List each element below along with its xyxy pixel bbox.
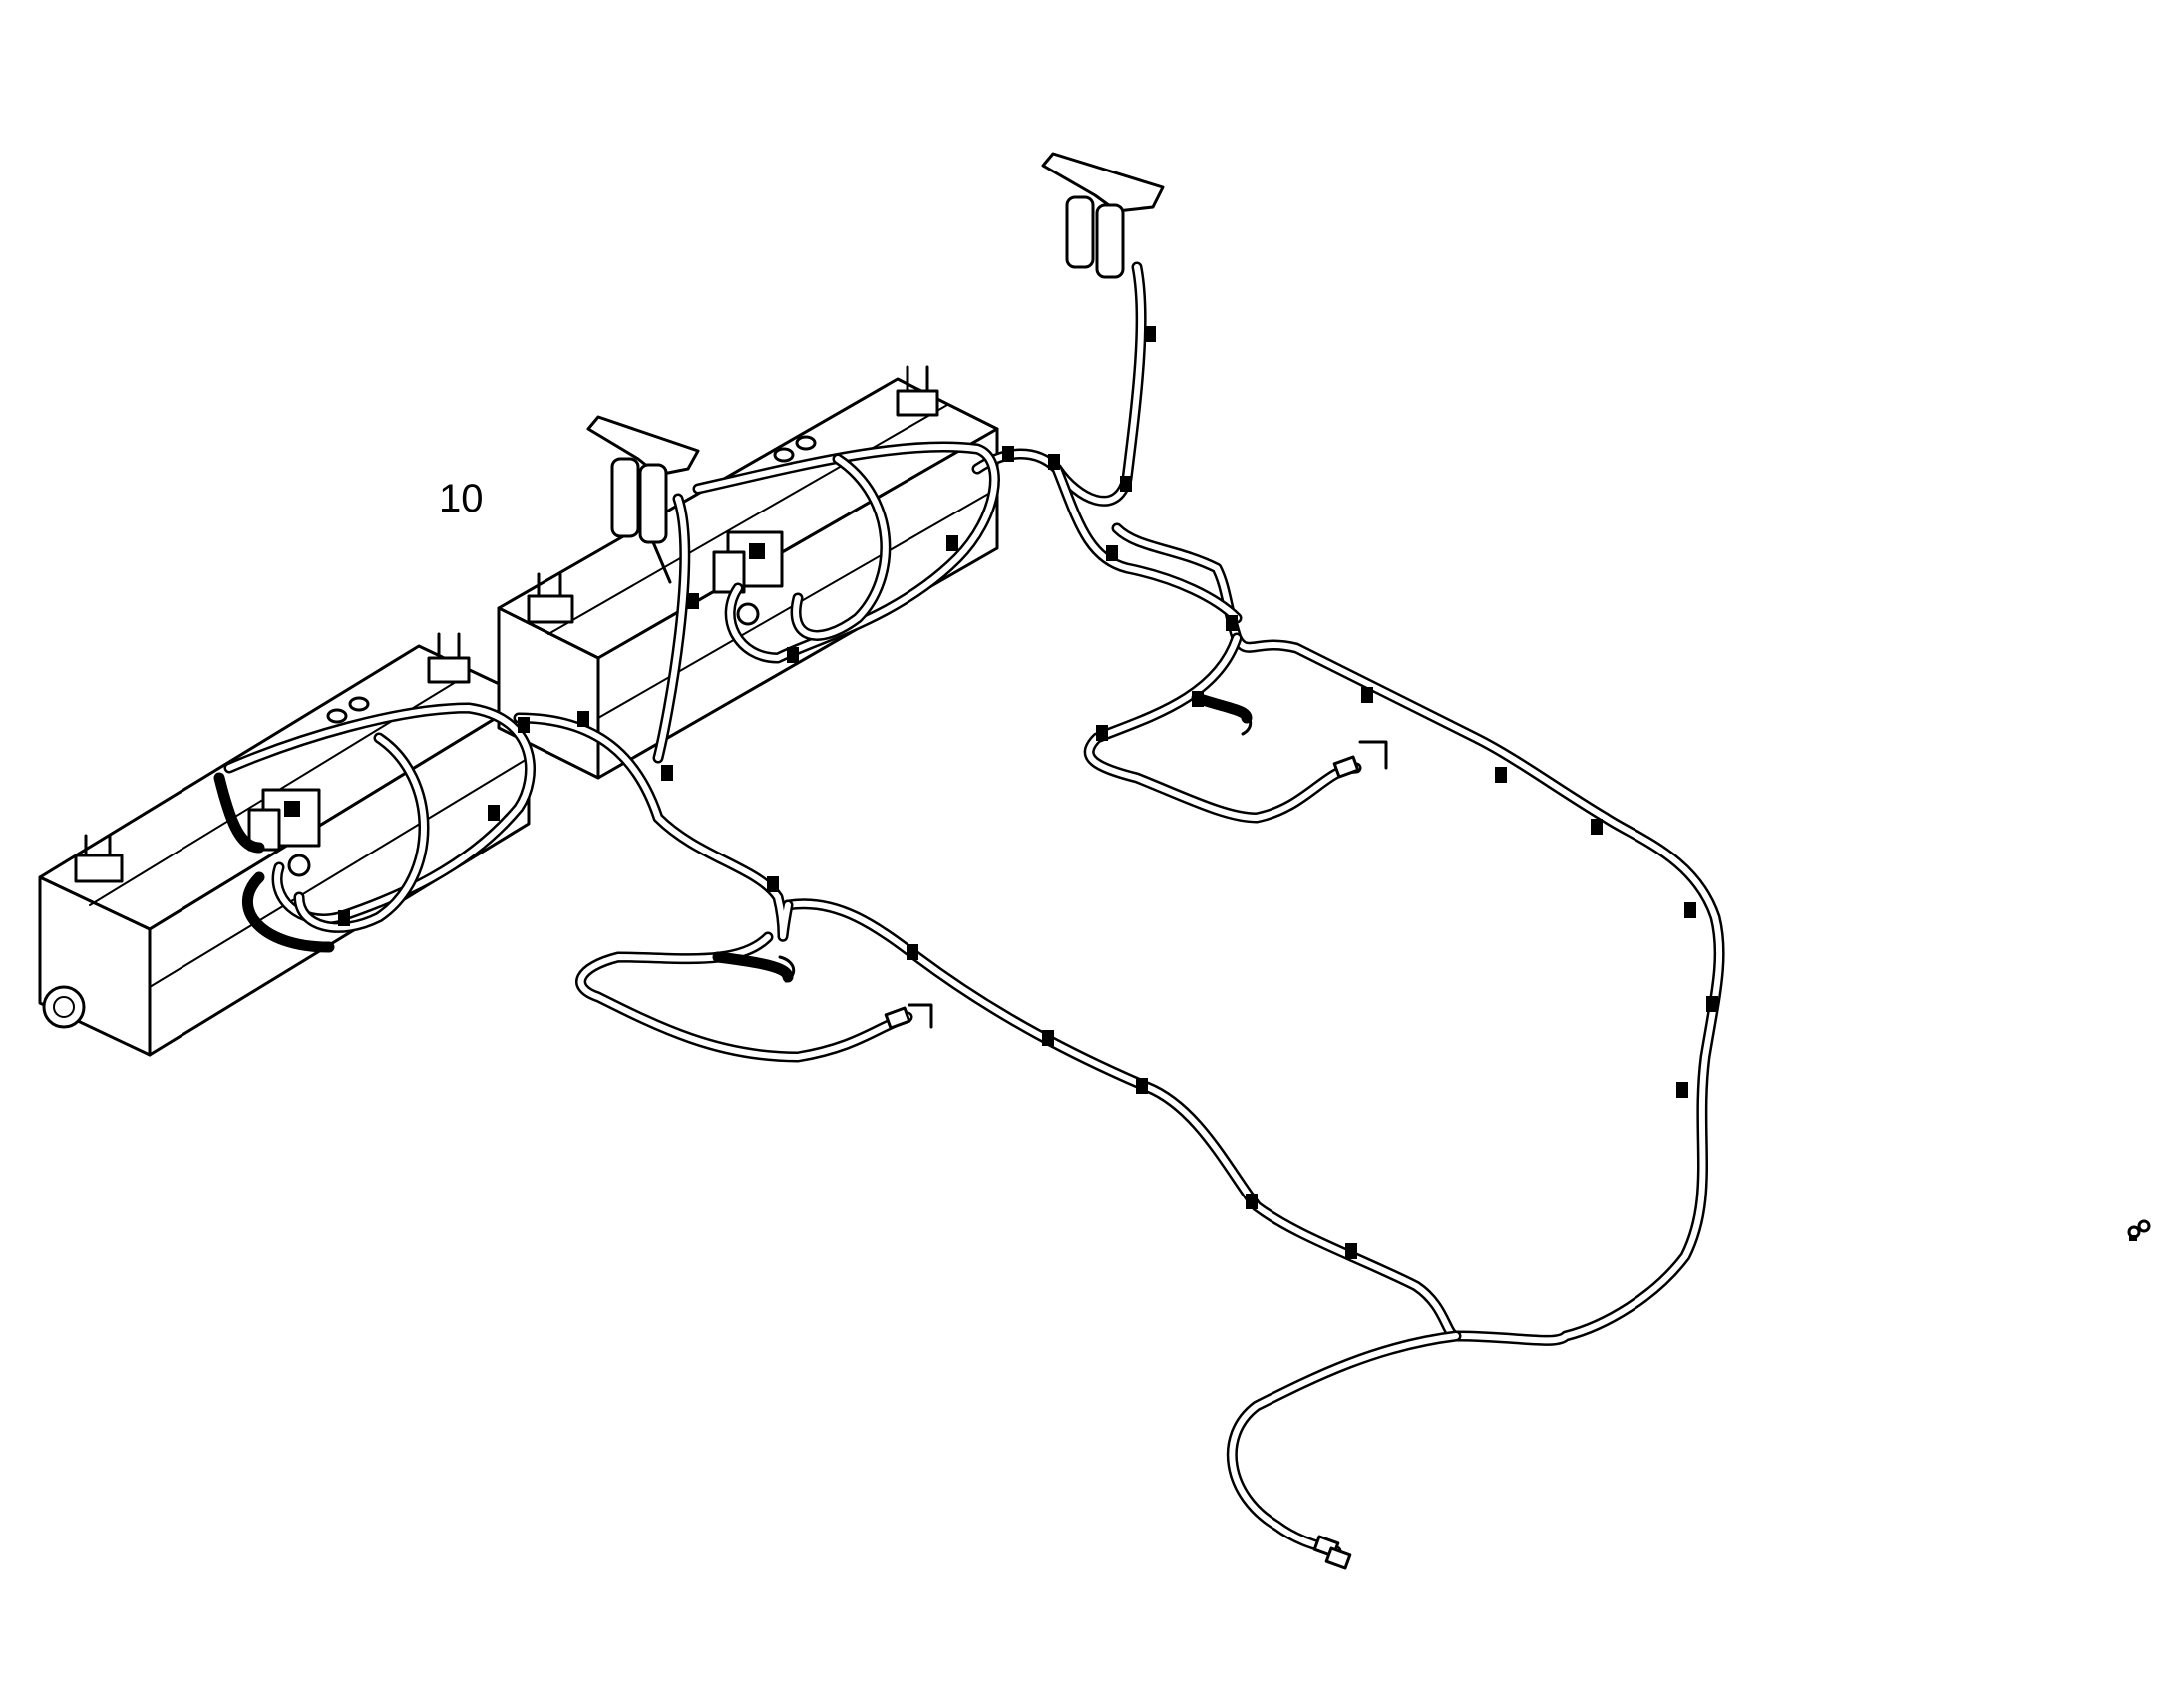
clamp	[1042, 1030, 1054, 1046]
clamp	[1120, 476, 1132, 492]
clamp	[1345, 1243, 1357, 1259]
clamp	[1361, 687, 1373, 703]
clamp	[907, 944, 918, 960]
clamp	[767, 876, 779, 892]
hose-clamps	[338, 326, 1718, 1259]
hose-routing	[213, 261, 1725, 1557]
clamp	[1192, 691, 1204, 707]
valve-block-left	[247, 788, 321, 877]
filter-assembly-top	[1041, 152, 1165, 279]
clamp	[661, 765, 673, 781]
clamp	[1676, 1082, 1688, 1098]
clamp	[1136, 1078, 1148, 1094]
clamp	[338, 910, 350, 926]
clamp	[1002, 446, 1014, 462]
clamp	[1144, 326, 1156, 342]
clamp	[1495, 767, 1507, 783]
clamp	[687, 593, 699, 609]
clamp	[488, 805, 500, 821]
clamp	[1591, 819, 1603, 835]
flange-cover	[42, 985, 86, 1029]
clamp	[787, 647, 799, 663]
valve-block-middle	[712, 530, 784, 626]
clamp	[518, 717, 530, 733]
callout-10: 10	[439, 477, 484, 520]
clamp	[946, 535, 958, 551]
clamp	[1246, 1194, 1258, 1209]
clamp	[1048, 454, 1060, 470]
clamp	[1096, 725, 1108, 741]
loose-fitting-part	[2127, 1219, 2151, 1241]
clamp	[1706, 996, 1718, 1012]
clamp	[577, 711, 589, 727]
filter-assembly-middle	[586, 415, 700, 584]
clamp	[1684, 902, 1696, 918]
end-fittings	[778, 708, 1388, 1570]
clamp	[1226, 615, 1238, 631]
clamp	[1106, 545, 1118, 561]
